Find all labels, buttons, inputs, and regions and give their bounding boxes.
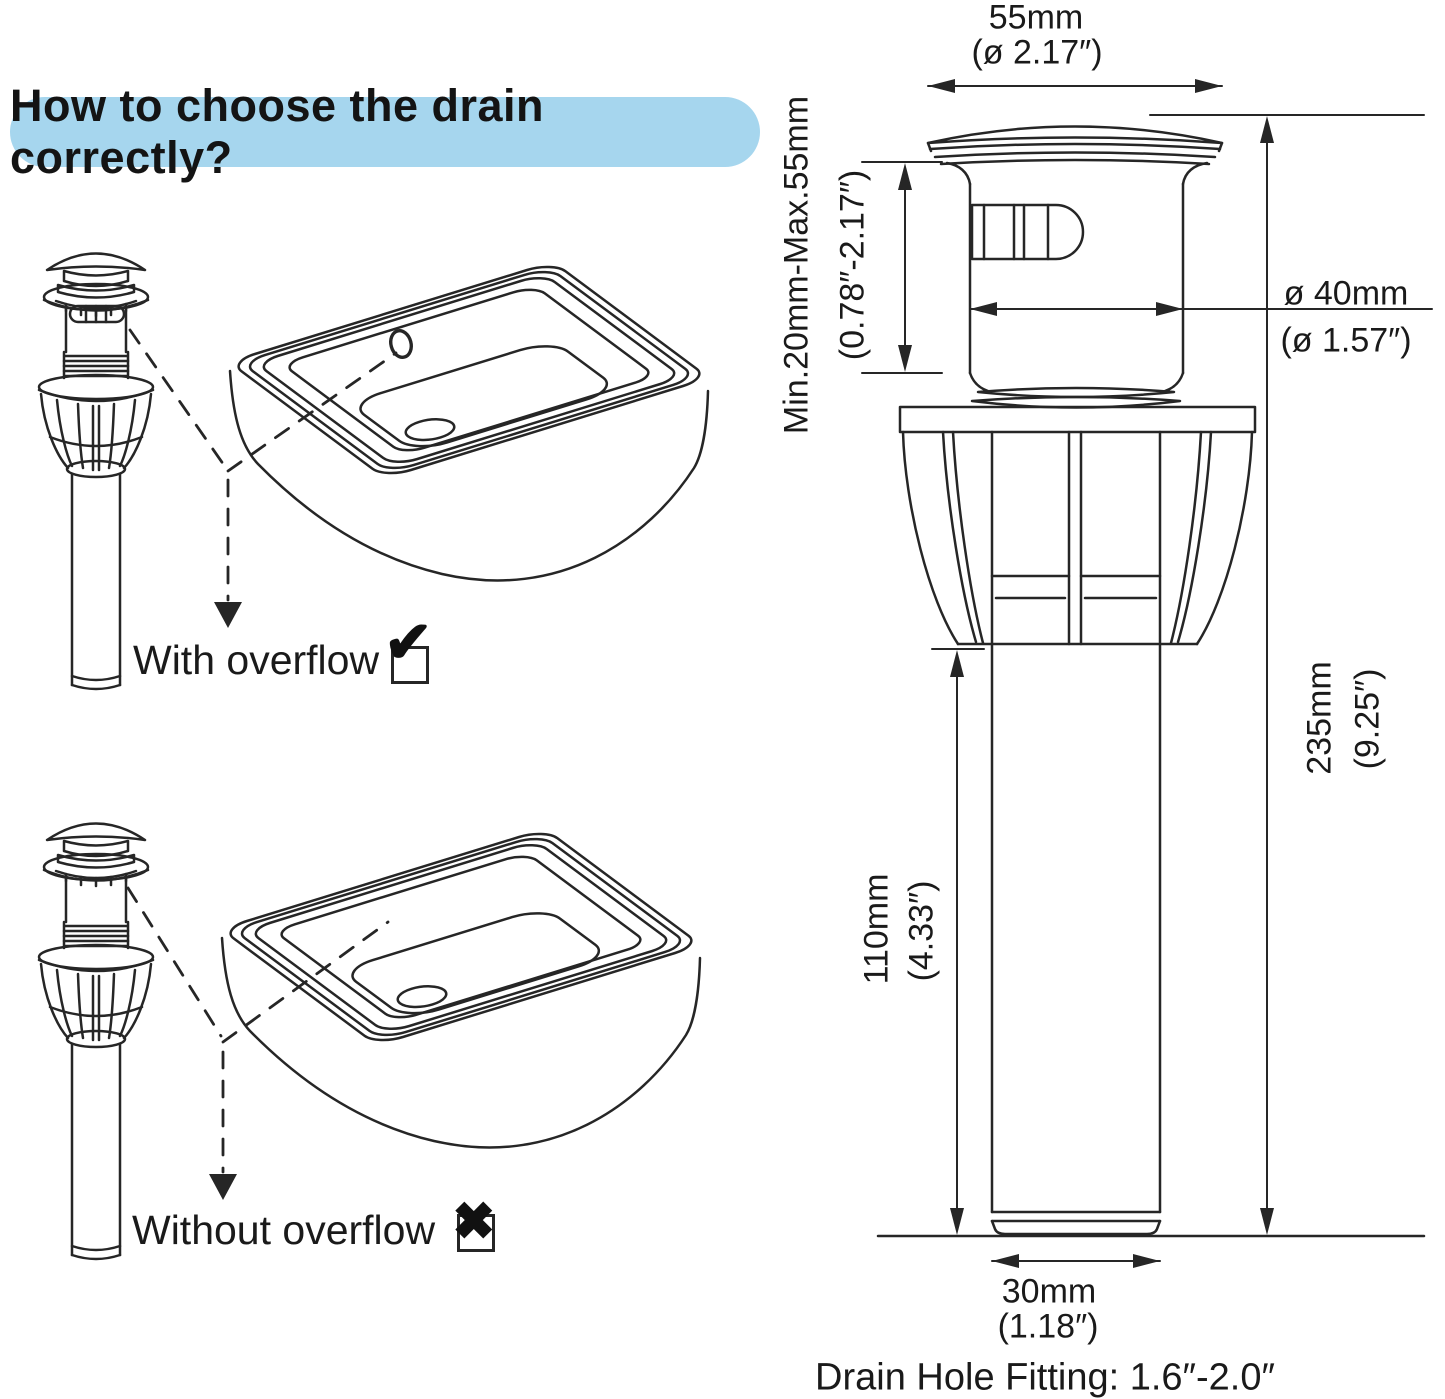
bottom-diameter-mm-label: 30mm — [1001, 1272, 1097, 1311]
dim-tailpipe-length — [931, 648, 985, 1235]
body-diameter-mm-label: ø 40mm — [1283, 274, 1409, 313]
drain-with-overflow-illustration — [37, 251, 155, 691]
dim-total-height — [1149, 114, 1425, 1235]
cap-diameter-inch-label: (ø 2.17″) — [971, 33, 1103, 72]
bottom-diameter-inch-label: (1.18″) — [997, 1307, 1099, 1346]
total-height-inch-label: (9.25″) — [1348, 668, 1387, 770]
arrow-down-icon — [209, 1174, 237, 1200]
clamp-range-inch-label: (0.78″-2.17″) — [833, 169, 872, 361]
checkmark-icon: ✔ — [384, 610, 433, 675]
without-overflow-label: Without overflow — [132, 1207, 436, 1253]
sink-overflow-hole — [389, 329, 413, 359]
body-diameter-inch-label: (ø 1.57″) — [1280, 321, 1412, 360]
dim-bottom-diameter — [991, 1254, 1161, 1268]
tailpipe-length-mm-label: 110mm — [857, 873, 896, 985]
dimension-lines — [861, 79, 1433, 1268]
with-overflow-label: With overflow — [133, 637, 380, 683]
without-overflow-checkbox — [457, 1214, 495, 1252]
drain-without-overflow-illustration — [37, 821, 155, 1261]
cross-icon: ✖ — [452, 1193, 496, 1251]
with-overflow-checkbox — [391, 646, 429, 684]
sink-with-overflow-illustration — [227, 260, 711, 582]
arrow-down-icon — [214, 602, 242, 628]
with-overflow-pointer — [128, 328, 398, 628]
without-overflow-pointer — [126, 886, 390, 1200]
dim-body-diameter — [969, 302, 1433, 316]
dim-clamp-range — [861, 161, 943, 374]
clamp-range-mm-label: Min.20mm-Max.55mm — [777, 95, 816, 435]
sink-without-overflow-illustration — [219, 827, 703, 1149]
drain-hole-fitting-note: Drain Hole Fitting: 1.6″-2.0″ — [815, 1356, 1275, 1399]
cap-diameter-mm-label: 55mm — [988, 0, 1084, 37]
drain-technical-drawing — [876, 125, 1426, 1238]
total-height-mm-label: 235mm — [1300, 661, 1339, 775]
page-title: How to choose the drain correctly? — [10, 80, 760, 183]
dim-cap-diameter — [927, 79, 1223, 93]
tailpipe-length-inch-label: (4.33″) — [902, 880, 941, 982]
